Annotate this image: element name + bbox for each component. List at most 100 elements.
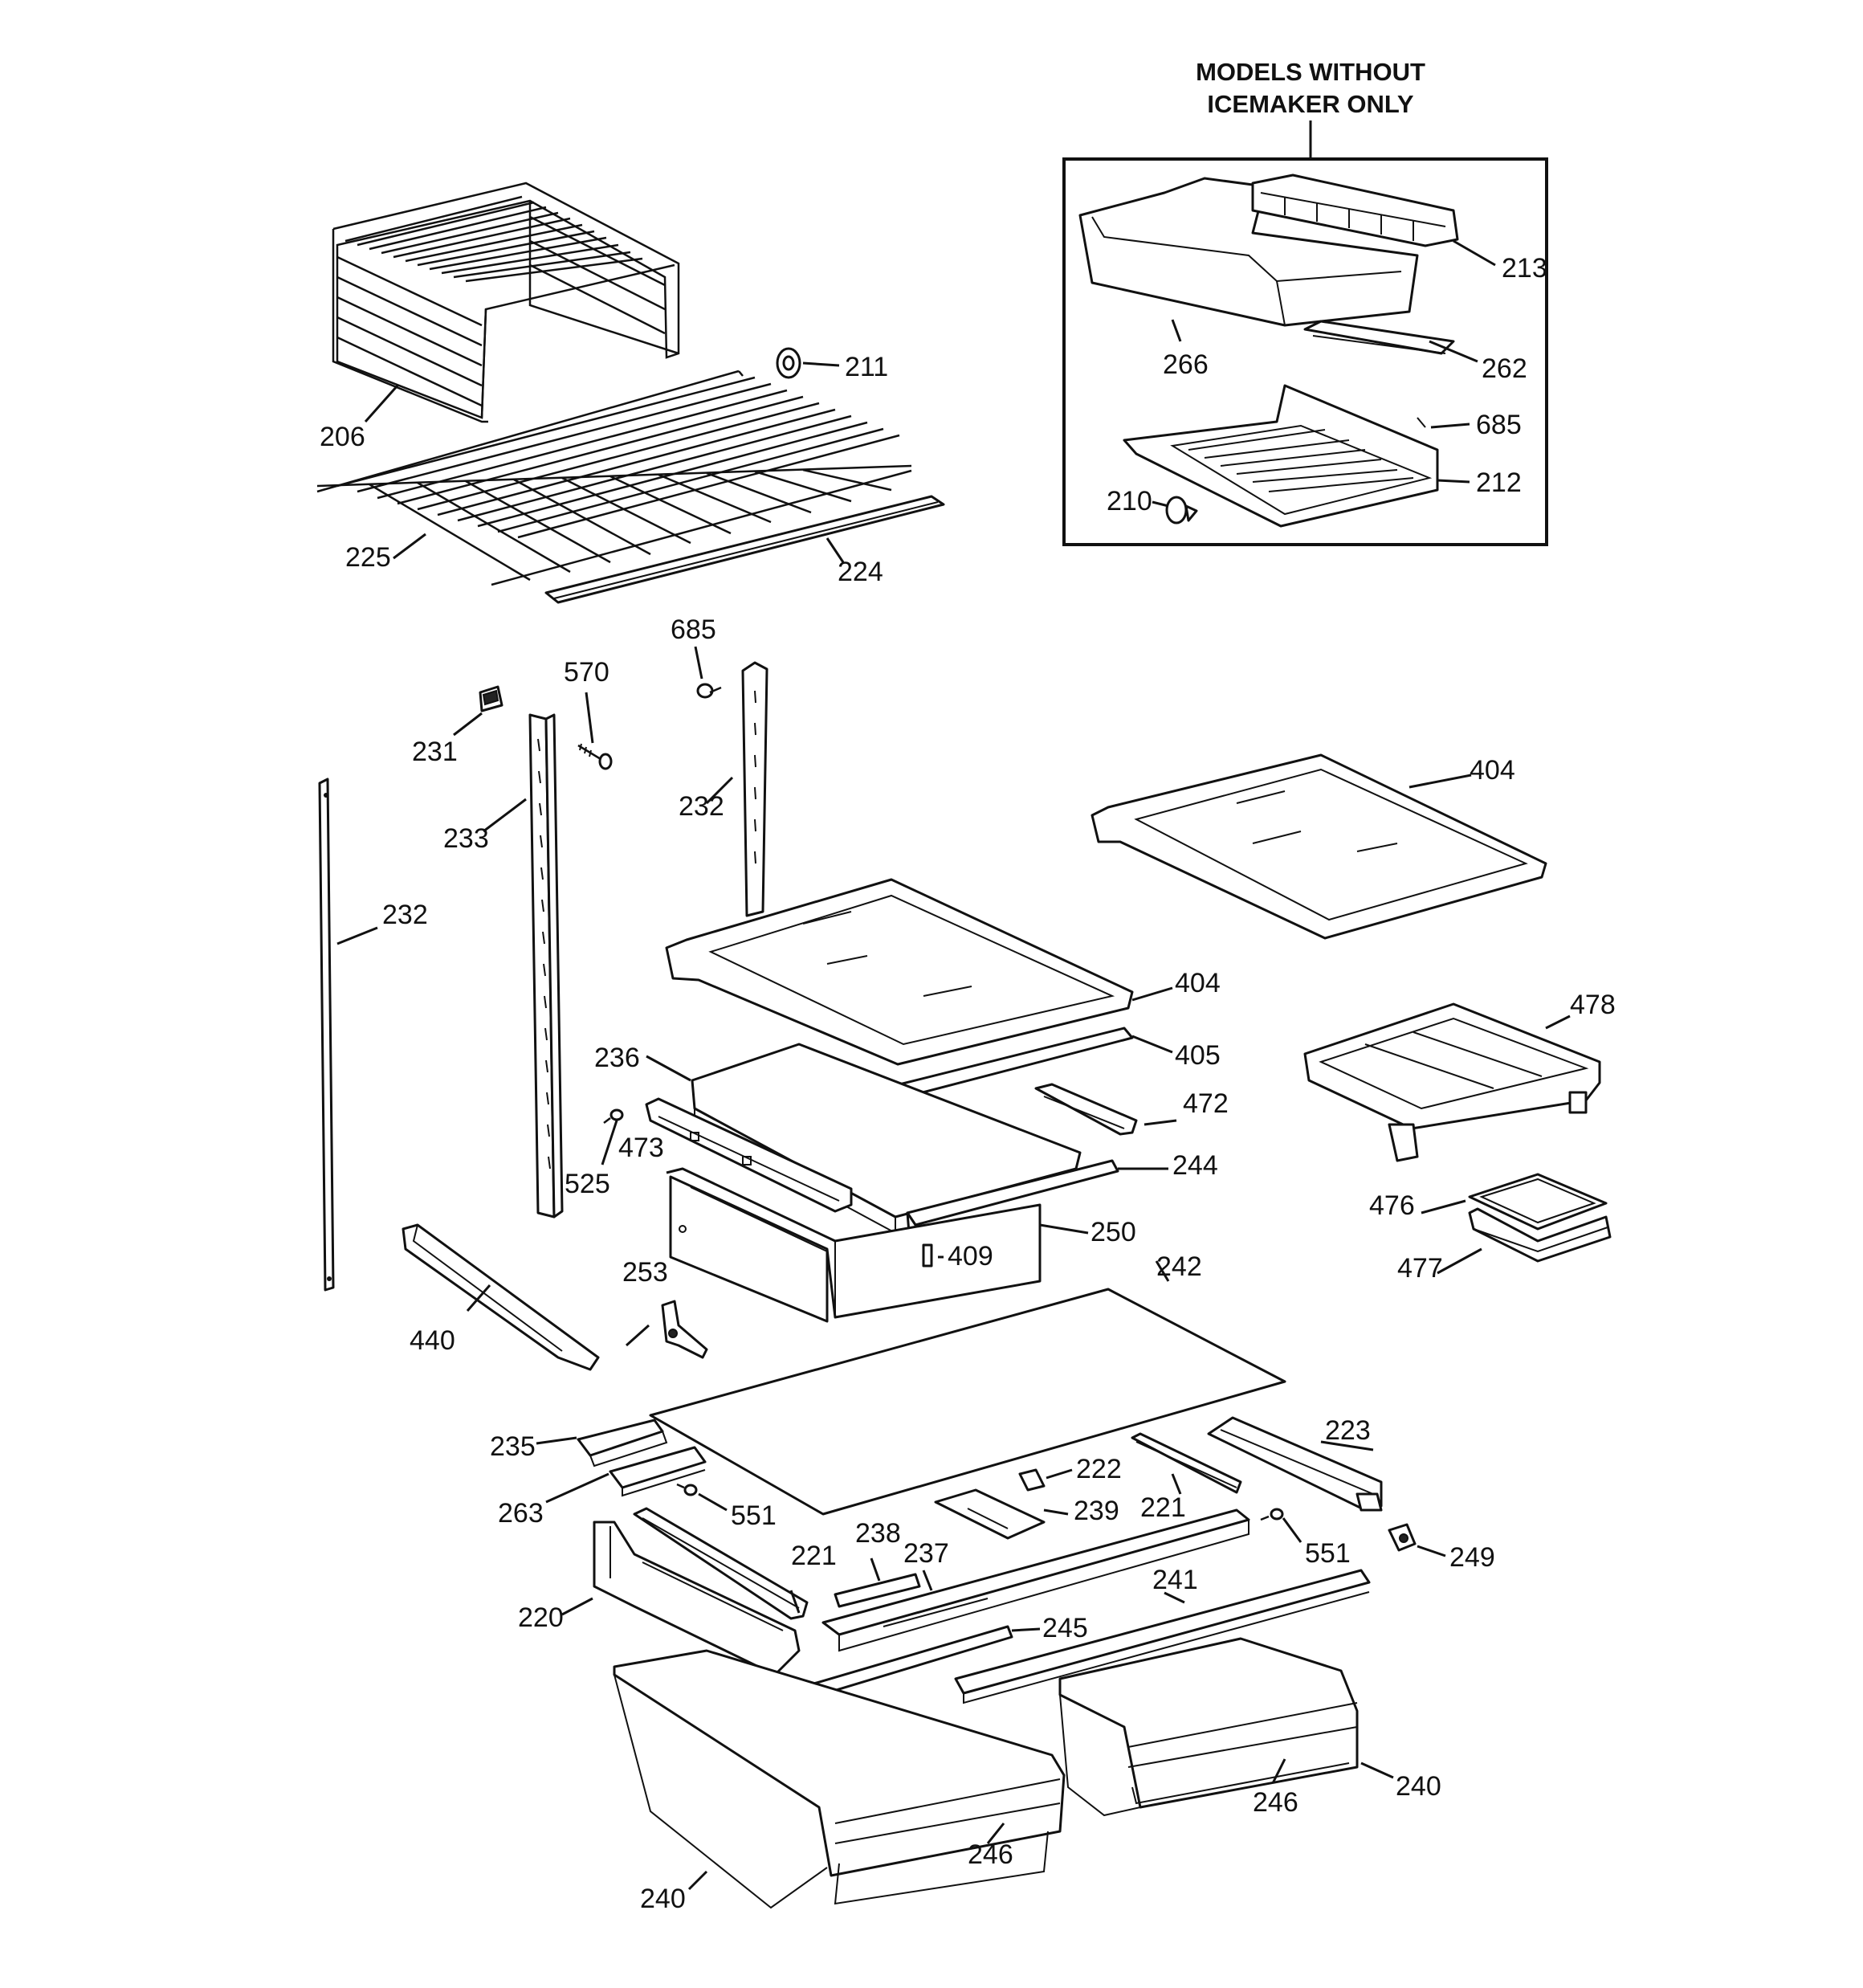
callout-210: 210 [1107,486,1152,516]
callout-525: 525 [565,1169,610,1199]
callout-473: 473 [618,1133,664,1163]
part-206-wire-riser-shelf [332,182,680,423]
part-224-shelf-trim [544,495,945,604]
part-213-ice-tray [1251,173,1459,247]
inset-frame [1062,157,1548,546]
callout-440: 440 [410,1325,455,1356]
callout-405: 405 [1175,1040,1221,1071]
callout-244: 244 [1172,1150,1218,1181]
part-250-drawer [666,1167,1042,1323]
callout-232-left: 232 [382,900,428,930]
callout-224: 224 [838,557,883,587]
callout-220: 220 [518,1602,564,1633]
part-266-ice-bucket [1078,177,1419,327]
part-241-cover [954,1569,1371,1704]
callout-246-left: 246 [968,1839,1013,1870]
inset-header-line1: MODELS WITHOUT [1196,58,1425,86]
callout-476: 476 [1369,1190,1415,1221]
callout-206: 206 [320,422,365,452]
callout-570: 570 [564,657,609,688]
part-685-screw [696,683,722,699]
callout-404-right: 404 [1470,755,1515,786]
callout-238: 238 [855,1518,901,1549]
callout-245: 245 [1042,1613,1088,1643]
part-233-rail-center [528,713,564,1219]
callout-236: 236 [594,1043,640,1073]
callout-232-right: 232 [679,791,724,822]
part-240-crisper-left [613,1649,1066,1909]
callout-239: 239 [1074,1496,1119,1526]
part-211-grommet [776,347,801,379]
part-551-screw-left [676,1483,698,1496]
callout-249: 249 [1449,1542,1495,1573]
callout-266: 266 [1163,349,1209,380]
part-525-screw [603,1108,624,1124]
callout-250: 250 [1090,1217,1136,1247]
part-221-rail-left [633,1507,809,1620]
part-551-screw-right [1260,1508,1284,1521]
part-222-clip [1018,1468,1046,1492]
part-409-label [922,1243,933,1268]
part-212-tray-pan [1123,384,1439,528]
part-221-rail-right [1131,1432,1242,1494]
callout-223: 223 [1325,1415,1371,1446]
callout-551-left: 551 [731,1500,777,1531]
part-238-label [834,1573,921,1608]
part-210-push-pin [1165,496,1198,525]
part-440-cover [402,1223,600,1371]
callout-262: 262 [1482,353,1527,384]
part-231-clip [479,685,503,712]
part-262-strip [1303,320,1455,355]
callout-231: 231 [412,737,458,767]
callout-477: 477 [1397,1253,1443,1284]
callout-241: 241 [1152,1565,1198,1595]
part-223-rail [1207,1416,1383,1512]
callout-685: 685 [671,614,716,645]
callout-551-right: 551 [1305,1538,1351,1569]
callout-253: 253 [622,1257,668,1288]
part-232-rail-right [741,661,768,917]
callout-237: 237 [903,1538,949,1569]
part-235-bracket [577,1419,668,1468]
part-225-wire-shelf [316,369,912,586]
callout-240-right: 240 [1396,1771,1441,1802]
part-249-clip [1388,1523,1417,1552]
part-220-bracket [593,1521,801,1676]
inset-models-without-icemaker: MODELS WITHOUT ICEMAKER ONLY [1062,58,1548,546]
part-570-screw [577,743,613,770]
part-404-glass-shelf-right [1090,753,1547,940]
callout-212: 212 [1476,467,1522,498]
callout-478: 478 [1570,990,1616,1020]
callout-221-left: 221 [791,1541,837,1571]
part-232-rail-left [318,778,335,1292]
part-239-bracket [934,1488,1046,1540]
part-473-drawer-slide-left [645,1097,853,1213]
callout-213: 213 [1502,253,1547,284]
callout-263: 263 [498,1498,544,1529]
callout-233: 233 [443,823,489,854]
part-476-tray [1468,1173,1608,1231]
callout-240-left: 240 [640,1884,686,1914]
callout-222: 222 [1076,1454,1122,1484]
part-685-screw-inset [1417,417,1426,428]
callout-235: 235 [490,1431,536,1462]
part-253-hinge [661,1300,708,1359]
part-477-tray [1468,1207,1612,1263]
callout-246-right: 246 [1253,1787,1298,1818]
part-404-glass-shelf-center [665,878,1134,1066]
callout-472: 472 [1183,1088,1229,1119]
callout-211: 211 [845,352,888,382]
callout-409: 409 [948,1241,993,1272]
part-237-trim [821,1508,1250,1652]
part-242-glass-panel [649,1288,1286,1516]
callout-242: 242 [1156,1251,1202,1282]
part-472-drawer-slide-right [1034,1083,1138,1136]
callout-685-inset: 685 [1476,410,1522,440]
callout-225: 225 [345,542,391,573]
part-263-bracket [609,1446,707,1497]
callout-404-center: 404 [1175,968,1221,998]
part-478-bin [1303,1002,1601,1162]
callout-221-right: 221 [1140,1492,1186,1523]
inset-header-line2: ICEMAKER ONLY [1207,90,1414,118]
